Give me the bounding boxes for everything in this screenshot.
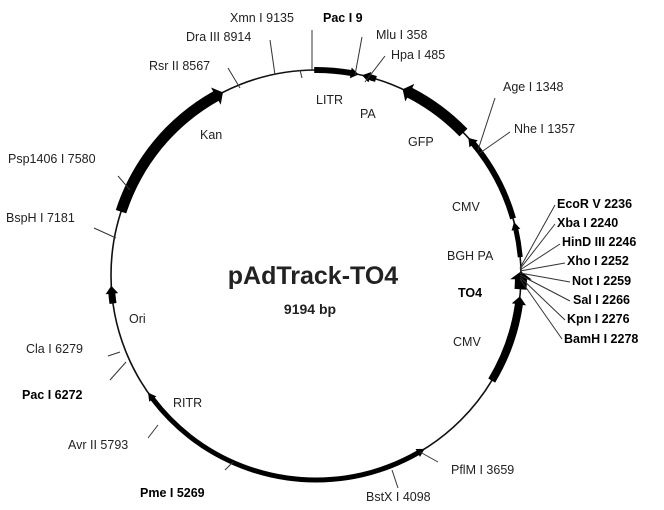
feature-label-litr: LITR — [316, 93, 343, 107]
feature-label-cmv2: CMV — [453, 335, 481, 349]
site-label-not: Not I 2259 — [572, 274, 631, 288]
feature-label-pa: PA — [360, 107, 376, 121]
site-label-avr: Avr II 5793 — [68, 438, 128, 452]
site-label-pflm: PflM I 3659 — [451, 463, 514, 477]
site-label-pme: Pme I 5269 — [140, 486, 205, 500]
site-label-mlu: Mlu I 358 — [376, 28, 427, 42]
tick-pflm — [419, 451, 439, 463]
tick-ecorv — [519, 204, 556, 269]
plasmid-name: pAdTrack-TO4 — [228, 262, 399, 290]
site-label-sal: Sal I 2266 — [573, 293, 630, 307]
site-label-dra: Dra III 8914 — [186, 30, 251, 44]
arc-cmv2 — [488, 296, 527, 383]
site-label-cla: Cla I 6279 — [26, 342, 83, 356]
feature-label-kan: Kan — [200, 128, 222, 142]
feature-label-bghpa: BGH PA — [447, 249, 494, 263]
site-label-pac6272: Pac I 6272 — [22, 388, 83, 402]
site-label-hind: HinD III 2246 — [562, 235, 636, 249]
site-label-nhe: Nhe I 1357 — [514, 122, 575, 136]
tick-xmn — [299, 69, 303, 79]
tick-cla — [107, 351, 121, 357]
tick-not — [519, 272, 571, 283]
site-label-kpn: Kpn I 2276 — [567, 312, 630, 326]
feature-label-ori: Ori — [129, 312, 146, 326]
site-label-bstx: BstX I 4098 — [366, 490, 431, 504]
tick-mlu — [354, 36, 363, 76]
site-label-bsph: BspH I 7181 — [6, 211, 75, 225]
site-label-xho: Xho I 2252 — [567, 254, 629, 268]
tick-age — [477, 97, 496, 151]
site-label-bamh: BamH I 2278 — [564, 332, 638, 346]
site-label-xmn: Xmn I 9135 — [230, 11, 294, 25]
arc-main — [188, 434, 425, 483]
tick-avr — [147, 424, 159, 439]
arc-ritr — [148, 392, 192, 439]
tick-bsph — [93, 227, 117, 239]
feature-label-to4: TO4 — [458, 286, 482, 300]
site-label-ecorv: EcoR V 2236 — [557, 197, 632, 211]
tick-xho — [519, 262, 566, 272]
plasmid-size: 9194 bp — [284, 301, 336, 317]
feature-label-ritr: RITR — [173, 396, 202, 410]
tick-bstx — [391, 469, 399, 489]
tick-sal — [519, 274, 571, 302]
feature-label-gfp: GFP — [408, 135, 434, 149]
site-label-pac9: Pac I 9 — [323, 11, 363, 25]
arc-gfp — [402, 83, 468, 137]
tick-xba — [519, 223, 556, 270]
feature-label-cmv1: CMV — [452, 200, 480, 214]
site-label-age: Age I 1348 — [503, 80, 564, 94]
arc-pa — [362, 71, 377, 83]
tick-psp — [117, 175, 131, 191]
features-layer — [105, 67, 532, 483]
tick-dra — [269, 39, 276, 76]
tick-bamh — [519, 278, 563, 340]
tick-kpn — [519, 276, 566, 321]
arc-bghpa — [511, 221, 523, 258]
tick-pac6272 — [109, 361, 127, 381]
tick-rsr — [227, 67, 241, 89]
site-label-xba: Xba I 2240 — [557, 216, 618, 230]
arc-ori — [105, 285, 119, 305]
site-label-psp: Psp1406 I 7580 — [8, 152, 96, 166]
site-ticks — [93, 30, 571, 489]
arc-litr — [314, 67, 359, 79]
arc-kan — [115, 87, 223, 214]
tick-hind — [519, 243, 561, 271]
site-label-rsr: Rsr II 8567 — [149, 59, 210, 73]
site-label-hpa: Hpa I 485 — [391, 48, 445, 62]
tick-hpa — [364, 55, 386, 83]
arc-cmv1 — [468, 137, 516, 220]
tick-pme — [224, 461, 234, 471]
tick-nhe — [479, 131, 511, 154]
